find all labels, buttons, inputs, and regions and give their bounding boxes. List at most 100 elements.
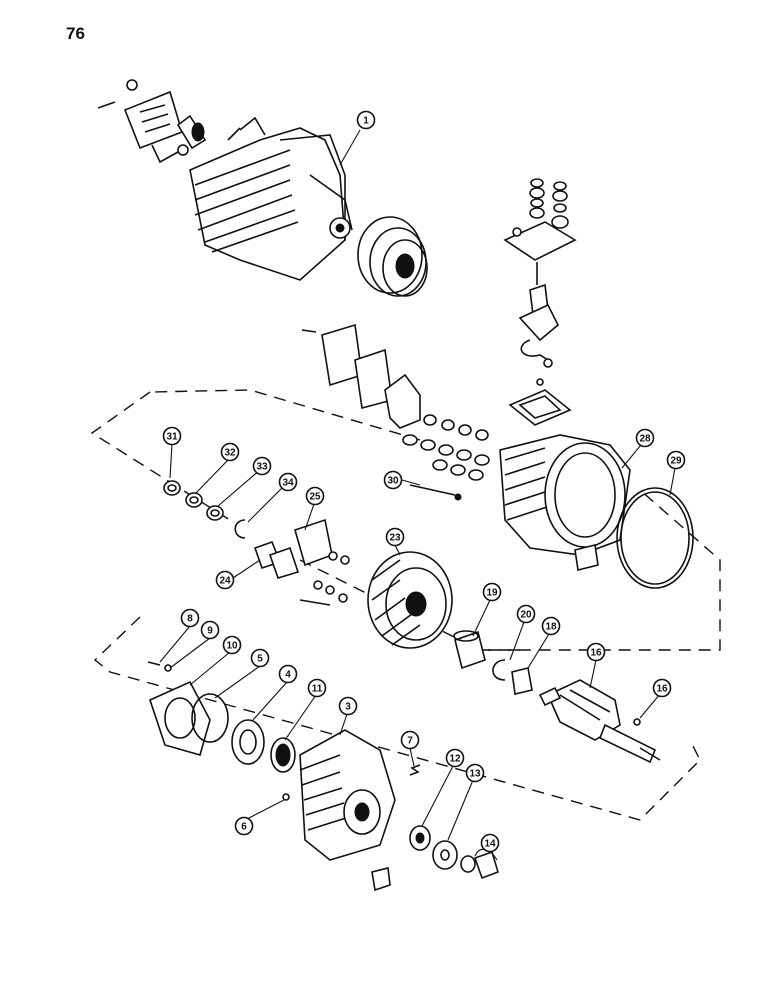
capacitor-part [176, 114, 207, 150]
callout-label: 19 [486, 588, 498, 599]
stator-housing [499, 434, 631, 556]
spacer-18 [511, 667, 533, 695]
callout-label: 20 [520, 610, 532, 621]
callout-label: 18 [545, 622, 557, 633]
callout-circle [635, 428, 655, 448]
callout-circle [307, 678, 327, 698]
callout-circle [234, 816, 254, 836]
callout-label: 4 [285, 670, 291, 681]
callout-label: 13 [469, 769, 481, 780]
end-housing-3 [299, 729, 396, 861]
o-ring-29 [616, 487, 694, 589]
callout-c32: 32 [220, 442, 240, 462]
bushing-bottom [371, 867, 391, 892]
callout-c16b: 16 [652, 678, 672, 698]
callout-label: 3 [345, 702, 351, 713]
terminal-hardware-stack [503, 178, 577, 426]
callout-c23: 23 [385, 527, 405, 547]
callout-circle [385, 527, 405, 547]
callout-c1: 1 [356, 110, 376, 130]
rotor-shaft [538, 679, 661, 764]
callout-label: 29 [670, 456, 682, 467]
callout-c16a: 16 [586, 642, 606, 662]
callout-circle [516, 604, 536, 624]
gasket-5 [191, 693, 229, 743]
callout-label: 23 [389, 533, 401, 544]
spring-7 [409, 764, 421, 776]
callout-circle [383, 470, 403, 490]
pulley-part [357, 216, 428, 297]
page-number: 76 [66, 24, 85, 43]
callout-c34: 34 [278, 472, 298, 492]
callout-circle [252, 456, 272, 476]
callout-label: 1 [363, 116, 369, 127]
callout-circle [586, 642, 606, 662]
washer-13 [432, 840, 458, 870]
callout-label: 9 [207, 626, 213, 637]
washer-12 [409, 825, 431, 851]
callout-c20: 20 [516, 604, 536, 624]
callout-label: 31 [166, 432, 178, 443]
callout-label: 14 [484, 839, 496, 850]
callout-circle [400, 730, 420, 750]
callout-c12: 12 [445, 748, 465, 768]
callout-label: 6 [241, 822, 247, 833]
callout-c13: 13 [465, 763, 485, 783]
callout-label: 33 [256, 462, 268, 473]
callout-circle [278, 472, 298, 492]
callout-label: 16 [656, 684, 668, 695]
seal-11 [270, 737, 296, 773]
callout-circle [666, 450, 686, 470]
callout-circle [482, 582, 502, 602]
leader-lines [159, 129, 676, 861]
callout-c33: 33 [252, 456, 272, 476]
bushing-19 [453, 630, 486, 670]
callout-label: 28 [639, 434, 651, 445]
callout-c19: 19 [482, 582, 502, 602]
callout-circle [220, 442, 240, 462]
callout-c9: 9 [200, 620, 220, 640]
callout-label: 24 [219, 576, 231, 587]
callout-circle [445, 748, 465, 768]
callout-label: 5 [257, 654, 263, 665]
callout-circle [356, 110, 376, 130]
callout-balloons: 1345678910111213141616181920232425282930… [162, 110, 686, 853]
callout-c28: 28 [635, 428, 655, 448]
callout-circle [480, 833, 500, 853]
callout-c30: 30 [383, 470, 403, 490]
callout-c18: 18 [541, 616, 561, 636]
callout-label: 30 [387, 476, 399, 487]
callout-c24: 24 [215, 570, 235, 590]
callout-circle [180, 608, 200, 628]
stator-winding [367, 551, 453, 649]
bearing-washer-rows [402, 414, 490, 501]
callout-circle [222, 635, 242, 655]
callout-circle [250, 648, 270, 668]
callout-c4: 4 [278, 664, 298, 684]
pin-6 [282, 793, 290, 801]
callout-label: 12 [449, 754, 461, 765]
callout-label: 11 [312, 684, 323, 695]
callout-circle [338, 696, 358, 716]
callout-c25: 25 [305, 486, 325, 506]
spacer-bushing [574, 544, 599, 571]
callout-c6: 6 [234, 816, 254, 836]
washer-9 [164, 664, 172, 672]
callout-circle [278, 664, 298, 684]
snap-ring-20 [492, 659, 506, 681]
bearing-4 [231, 719, 265, 765]
callout-label: 25 [309, 492, 321, 503]
callout-circle [305, 486, 325, 506]
callout-c8: 8 [180, 608, 200, 628]
regulator-part [97, 79, 189, 164]
callout-c3: 3 [338, 696, 358, 716]
callout-c14: 14 [480, 833, 500, 853]
alternator-assembly [189, 116, 353, 281]
callout-label: 32 [224, 448, 236, 459]
brush-holder [253, 518, 350, 606]
callout-circle [541, 616, 561, 636]
callout-c7: 7 [400, 730, 420, 750]
callout-c31: 31 [162, 426, 182, 446]
nut-14 [460, 850, 499, 880]
